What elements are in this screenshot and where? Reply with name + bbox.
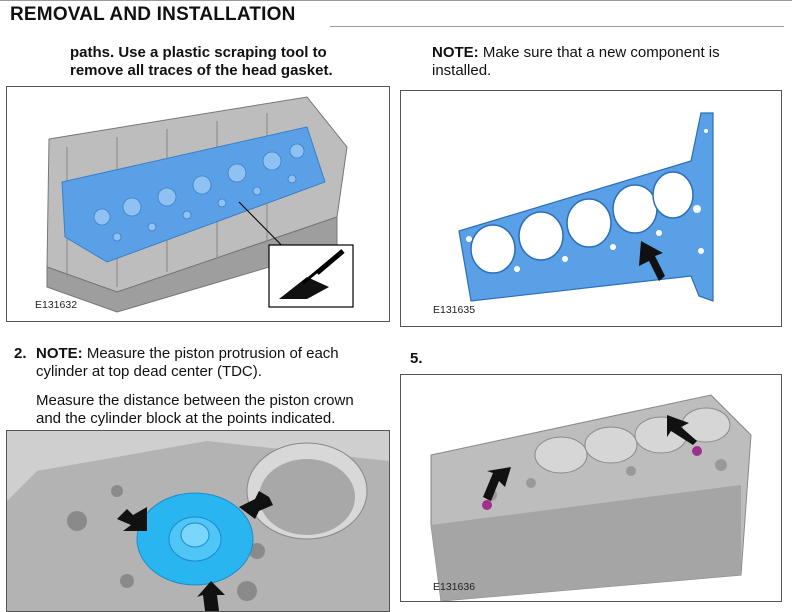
figure-cylinder-block-gasket: E131632 [6, 86, 390, 322]
step2-note-line2: cylinder at top dead center (TDC). [36, 363, 262, 380]
section-title: REMOVAL AND INSTALLATION [10, 4, 296, 25]
note-label: NOTE: [36, 345, 83, 362]
step2-body-line2: and the cylinder block at the points ind… [36, 410, 336, 427]
arrow-icon [639, 241, 665, 281]
figure-head-gasket: E131635 [400, 90, 782, 327]
arrow-icon [483, 467, 511, 501]
step2-note-line1: NOTE: Measure the piston protrusion of e… [36, 345, 339, 363]
cylinder-block-illustration [46, 96, 354, 313]
figure-code: E131636 [433, 581, 476, 593]
step2-body-line1: Measure the distance between the piston … [36, 392, 354, 409]
step-text-line2: remove all traces of the head gasket. [70, 62, 333, 79]
arrow-icon [239, 491, 273, 519]
figure-code: E131635 [433, 304, 476, 316]
step-text-line1: paths. Use a plastic scraping tool to [70, 44, 327, 61]
arrow-icon [117, 507, 147, 531]
block-illustration [401, 375, 781, 601]
figure-block-measuring-points: E131636 [400, 374, 782, 602]
arrow-icon [667, 415, 697, 445]
plastic-scraper-icon [279, 249, 345, 299]
measuring-point-marker [482, 500, 492, 510]
arrow-icon [197, 581, 225, 611]
note-line1: NOTE: Make sure that a new component is [432, 44, 720, 62]
head-gasket-illustration [458, 112, 714, 302]
figure-code: E131632 [35, 299, 78, 311]
figure-piston-measurement [6, 430, 390, 612]
title-rule [330, 26, 784, 27]
step-number: 2. [14, 345, 27, 362]
step-number: 5. [410, 350, 423, 367]
piston-illustration [7, 431, 389, 611]
note-text: Make sure that a new component is [478, 44, 720, 61]
note-text: Measure the piston protrusion of each [82, 345, 339, 362]
measuring-point-marker [692, 446, 702, 456]
top-rule [0, 0, 792, 1]
note-label: NOTE: [432, 44, 479, 61]
note-line2: installed. [432, 62, 492, 79]
